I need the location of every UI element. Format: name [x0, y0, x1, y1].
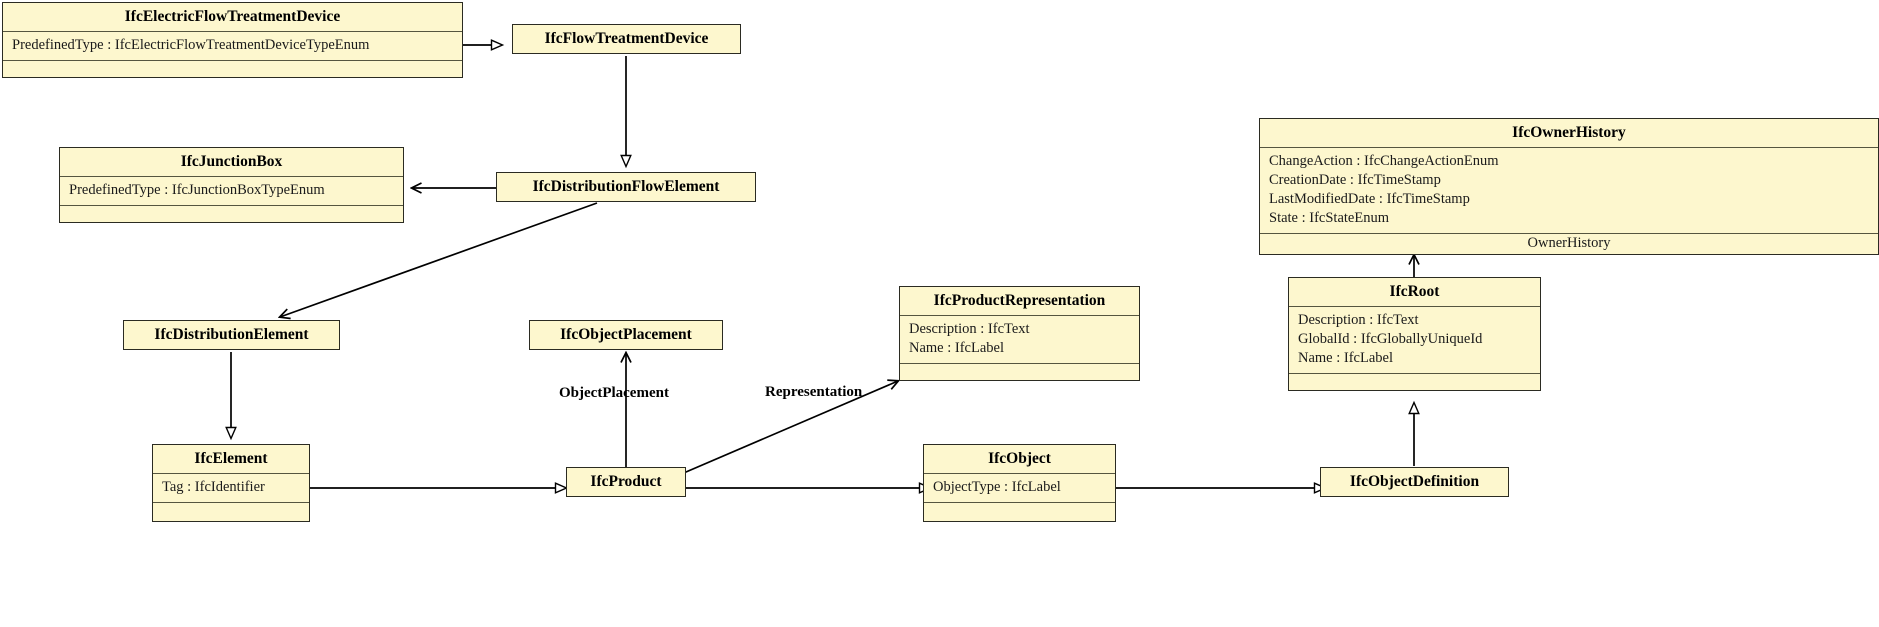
attribute: GlobalId : IfcGloballyUniqueId: [1298, 330, 1483, 347]
attribute: Description : IfcText: [909, 320, 1030, 337]
class-box-ifcobjectdefinition[interactable]: IfcObjectDefinition: [1320, 467, 1509, 497]
class-name: IfcObjectPlacement: [560, 326, 692, 343]
compartment-separator: [1260, 233, 1878, 235]
empty-compartment: [900, 364, 1139, 380]
class-box-ifcflowtreatmentdevice[interactable]: IfcFlowTreatmentDevice: [512, 24, 741, 54]
class-name: IfcJunctionBox: [180, 153, 283, 170]
class-attributes: Tag : IfcIdentifier: [153, 474, 309, 502]
compartment-separator: [900, 314, 1139, 316]
empty-compartment: [153, 503, 309, 521]
compartment-separator: [153, 501, 309, 503]
compartment-separator: [900, 363, 1139, 365]
class-box-ifcdistributionelement[interactable]: IfcDistributionElement: [123, 320, 340, 350]
class-box-ifcdistributionflowelement[interactable]: IfcDistributionFlowElement: [496, 172, 756, 202]
attribute: PredefinedType : IfcElectricFlowTreatmen…: [12, 36, 370, 53]
attribute: ObjectType : IfcLabel: [933, 478, 1061, 495]
class-name: IfcElectricFlowTreatmentDevice: [124, 8, 341, 25]
class-box-ifcroot[interactable]: IfcRoot Description : IfcText GlobalId :…: [1288, 277, 1541, 392]
compartment-separator: [153, 472, 309, 474]
class-box-ifcproductrepresentation[interactable]: IfcProductRepresentation Description : I…: [899, 286, 1140, 382]
class-name: IfcRoot: [1389, 283, 1440, 300]
attribute: State : IfcStateEnum: [1269, 210, 1389, 227]
class-box-ifcobject[interactable]: IfcObject ObjectType : IfcLabel: [923, 444, 1116, 522]
class-name: IfcOwnerHistory: [1512, 124, 1626, 141]
class-name: IfcDistributionElement: [154, 326, 309, 343]
empty-compartment: [1289, 374, 1540, 390]
compartment-separator: [1289, 305, 1540, 307]
class-box-ifcjunctionbox[interactable]: IfcJunctionBox PredefinedType : IfcJunct…: [59, 147, 404, 223]
edge-label-representation: Representation: [765, 384, 863, 400]
class-box-ifcobjectplacement[interactable]: IfcObjectPlacement: [529, 320, 723, 350]
class-box-ifcelement[interactable]: IfcElement Tag : IfcIdentifier: [152, 444, 310, 522]
empty-compartment: [60, 206, 403, 222]
class-attributes: PredefinedType : IfcElectricFlowTreatmen…: [3, 32, 462, 60]
class-name: IfcObject: [988, 450, 1051, 467]
class-attributes: ObjectType : IfcLabel: [924, 474, 1115, 502]
attribute: ChangeAction : IfcChangeActionEnum: [1269, 152, 1499, 169]
class-box-ifcelectricflowtreatmentdevice[interactable]: IfcElectricFlowTreatmentDevice Predefine…: [2, 2, 463, 78]
class-box-ifcproduct[interactable]: IfcProduct: [566, 467, 686, 497]
attribute: CreationDate : IfcTimeStamp: [1269, 171, 1441, 188]
attribute: Name : IfcLabel: [909, 339, 1005, 356]
class-name: IfcFlowTreatmentDevice: [544, 30, 709, 47]
class-attributes: Description : IfcText Name : IfcLabel: [900, 316, 1139, 363]
compartment-separator: [60, 175, 403, 177]
class-name: IfcDistributionFlowElement: [532, 178, 720, 195]
class-name: IfcElement: [194, 450, 268, 467]
compartment-separator: [3, 59, 462, 61]
compartment-separator: [924, 501, 1115, 503]
attribute: LastModifiedDate : IfcTimeStamp: [1269, 191, 1470, 208]
attribute: PredefinedType : IfcJunctionBoxTypeEnum: [69, 181, 325, 198]
compartment-separator: [924, 472, 1115, 474]
compartment-separator: [1289, 373, 1540, 375]
attribute: Tag : IfcIdentifier: [162, 478, 265, 495]
compartment-separator: [3, 30, 462, 32]
class-attributes: ChangeAction : IfcChangeActionEnum Creat…: [1260, 148, 1878, 234]
class-name: IfcProductRepresentation: [933, 292, 1106, 309]
class-box-ifcownerhistory[interactable]: IfcOwnerHistory ChangeAction : IfcChange…: [1259, 118, 1879, 256]
attribute: Name : IfcLabel: [1298, 350, 1394, 367]
class-name: IfcObjectDefinition: [1349, 473, 1480, 490]
class-attributes: Description : IfcText GlobalId : IfcGlob…: [1289, 307, 1540, 373]
class-attributes: PredefinedType : IfcJunctionBoxTypeEnum: [60, 177, 403, 205]
class-name: IfcProduct: [590, 473, 662, 490]
empty-compartment: [3, 61, 462, 77]
attribute: Description : IfcText: [1298, 311, 1419, 328]
empty-compartment: [924, 503, 1115, 521]
compartment-separator: [60, 204, 403, 206]
compartment-separator: [1260, 146, 1878, 148]
edge-label-objectplacement: ObjectPlacement: [559, 385, 669, 401]
association-role-label-ownerhistory: OwnerHistory: [1527, 235, 1611, 252]
